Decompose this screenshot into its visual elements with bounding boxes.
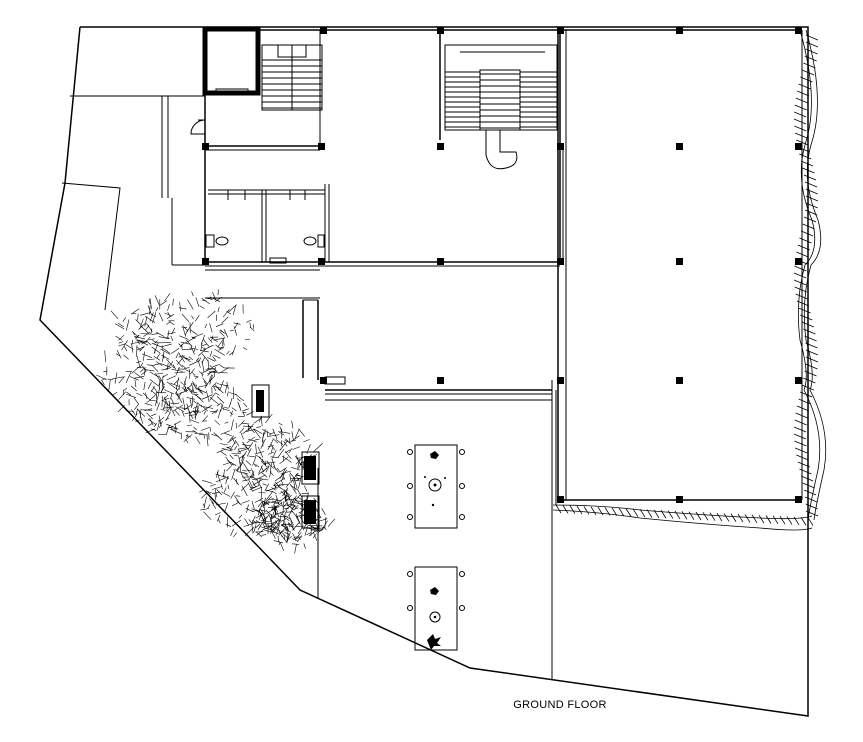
bench-icon — [301, 451, 320, 485]
column-icon — [318, 143, 325, 150]
column-icon — [676, 377, 683, 384]
column-icon — [795, 258, 802, 265]
column-icon — [557, 258, 564, 265]
column-icon — [437, 143, 444, 150]
column-icon — [795, 496, 802, 503]
door-swing-icon — [190, 119, 206, 135]
column-icon — [676, 496, 683, 503]
column-icon — [676, 258, 683, 265]
wc-block — [205, 184, 330, 262]
wc-icon — [303, 234, 325, 248]
planter-table-icon — [407, 444, 465, 529]
column-icon — [437, 377, 444, 384]
lift-shaft — [202, 26, 261, 96]
column-icon — [557, 377, 564, 384]
column-icon — [202, 258, 209, 265]
column-icon — [320, 377, 327, 384]
drawing-caption: GROUND FLOOR — [513, 699, 607, 711]
column-icon — [795, 27, 802, 34]
wc-icon — [205, 234, 229, 248]
column-icon — [318, 258, 325, 265]
column-icon — [437, 258, 444, 265]
main-hall — [555, 29, 803, 505]
column-icon — [557, 143, 564, 150]
stair-icon — [444, 44, 558, 170]
lower-rooms — [205, 297, 553, 680]
column-icon — [202, 143, 209, 150]
bench-icon — [251, 384, 270, 418]
column-icon — [320, 27, 327, 34]
building-core — [161, 26, 564, 271]
stair-icon — [261, 44, 323, 111]
column-icon — [676, 143, 683, 150]
column-icon — [676, 27, 683, 34]
curved-facade — [552, 29, 827, 531]
column-grid — [202, 27, 802, 503]
column-icon — [437, 27, 444, 34]
column-icon — [557, 27, 564, 34]
tree-shrub-icon — [96, 289, 335, 554]
planter-table-icon — [407, 566, 465, 651]
column-icon — [795, 377, 802, 384]
column-icon — [795, 143, 802, 150]
column-icon — [557, 496, 564, 503]
site-boundary — [39, 26, 809, 717]
